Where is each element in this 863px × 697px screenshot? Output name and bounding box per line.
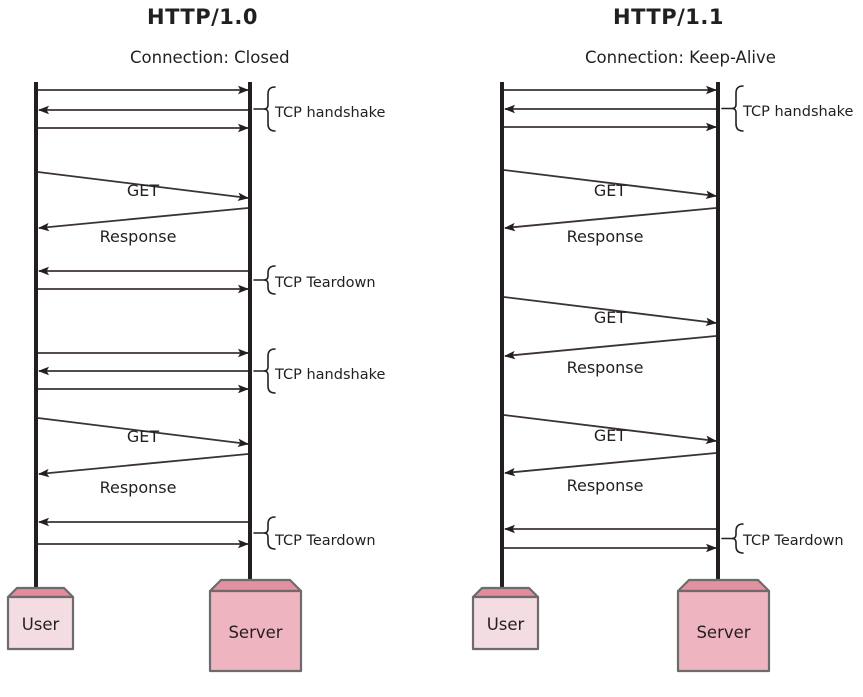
bracket-label: TCP handshake — [274, 105, 385, 121]
curly-bracket — [263, 348, 276, 394]
message-label: Response — [100, 478, 177, 497]
curly-bracket — [731, 523, 744, 554]
http-message-arrow — [503, 169, 717, 199]
node-face — [471, 595, 540, 651]
message-label: GET — [127, 181, 160, 200]
node-face — [6, 595, 75, 651]
node-lid — [208, 578, 303, 593]
message-label: GET — [127, 427, 160, 446]
curly-bracket — [263, 86, 276, 132]
message-label: GET — [594, 181, 627, 200]
node-face — [208, 589, 303, 673]
node-lid — [471, 586, 540, 599]
diagram-subtitle: Connection: Closed — [130, 48, 290, 67]
message-label: GET — [594, 426, 627, 445]
http-message-arrow — [504, 452, 717, 477]
curly-bracket — [263, 265, 276, 295]
node-label: Server — [228, 623, 282, 642]
node-face — [676, 589, 771, 673]
node-lid — [676, 578, 771, 593]
http-message-arrow — [37, 417, 249, 447]
node-label: User — [487, 615, 525, 634]
bracket-label: TCP handshake — [742, 104, 853, 120]
user-node[interactable]: User — [471, 586, 540, 651]
bracket-label: TCP Teardown — [274, 533, 376, 549]
user-node[interactable]: User — [6, 586, 75, 651]
http-message-arrow — [37, 171, 249, 201]
node-lid — [6, 586, 75, 599]
message-label: Response — [567, 476, 644, 495]
http-message-arrow — [503, 414, 717, 444]
message-label: Response — [100, 227, 177, 246]
http-message-arrow — [503, 296, 717, 326]
diagram-title: HTTP/1.1 — [613, 5, 724, 29]
message-label: Response — [567, 227, 644, 246]
server-node[interactable]: Server — [676, 578, 771, 673]
curly-bracket — [263, 516, 276, 550]
node-label: Server — [696, 623, 750, 642]
message-label: GET — [594, 308, 627, 327]
bracket-label: TCP handshake — [274, 367, 385, 383]
http-message-arrow — [38, 207, 249, 232]
diagram-title: HTTP/1.0 — [147, 5, 258, 29]
curly-bracket — [731, 85, 744, 132]
bracket-label: TCP Teardown — [274, 275, 376, 291]
message-label: Response — [567, 358, 644, 377]
node-label: User — [22, 615, 60, 634]
http-message-arrow — [38, 453, 249, 478]
server-node[interactable]: Server — [208, 578, 303, 673]
bracket-label: TCP Teardown — [742, 533, 844, 549]
http-message-arrow — [504, 335, 717, 360]
http-message-arrow — [504, 207, 717, 232]
diagram-subtitle: Connection: Keep-Alive — [585, 48, 776, 67]
